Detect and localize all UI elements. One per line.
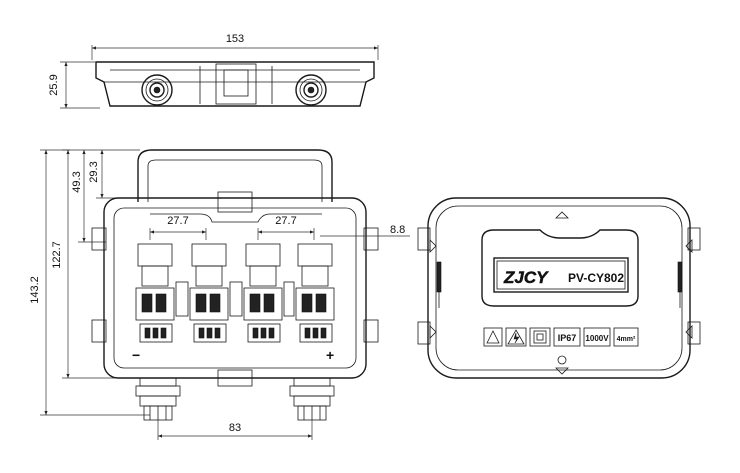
terminal-block-2 [189, 243, 229, 343]
top-view: 153 25.9 [48, 33, 379, 109]
terminal-block-1 [135, 243, 175, 343]
total-height-dimension-text: 143.2 [29, 276, 41, 304]
warning-triangle-icon [483, 327, 503, 347]
diode-3 [283, 281, 295, 317]
connector-spacing-dimension-text: 83 [229, 422, 241, 434]
rating-ip67: IP67 [558, 333, 577, 343]
width-dimension-text: 153 [226, 33, 244, 45]
body-height-dimension-text: 122.7 [51, 241, 63, 269]
front-view-top-latch [217, 191, 253, 213]
top-height-dimension-text: 25.9 [48, 74, 60, 95]
front-view-handle [137, 149, 333, 202]
terminal-block-4 [295, 243, 335, 343]
terminal-block-3 [243, 243, 283, 343]
rating-voltage: 1000V [585, 334, 609, 343]
back-view-left-clip [436, 261, 442, 293]
rating-box-ip [553, 327, 581, 347]
back-view-outline [427, 197, 691, 379]
cable-gland-right [289, 377, 335, 421]
model-number: PV-CY802 [568, 271, 624, 285]
handle-height-dimension-text: 29.3 [88, 161, 100, 182]
top-view-center-latch [215, 63, 257, 105]
label-inner-plate [493, 257, 629, 293]
diode-2 [229, 281, 243, 317]
back-view: ZJCY PV-CY802 IP67 1000V 4mm² [417, 197, 701, 379]
back-view-small-hole [557, 355, 567, 365]
plus-polarity-label: + [326, 347, 334, 363]
front-view-body-outline [103, 197, 367, 379]
brand-logo: ZJCY [503, 268, 549, 287]
minus-polarity-label: − [132, 347, 140, 363]
rating-wire-size: 4mm² [617, 336, 636, 343]
front-left-tab-bottom [91, 319, 107, 343]
front-left-tab-top [91, 227, 107, 251]
front-view-bottom-latch [217, 369, 253, 387]
back-view-right-clip [677, 261, 683, 293]
top-view-outline [95, 61, 375, 107]
electric-hazard-icon [505, 327, 527, 347]
rating-box-voltage [583, 327, 611, 347]
handle-offset-dimension-text: 49.3 [71, 171, 83, 192]
front-right-tab-top [363, 227, 379, 251]
pitch-left-dimension-text: 27.7 [167, 215, 188, 227]
pitch-right-dimension-text: 27.7 [275, 215, 296, 227]
rating-box-wire [613, 327, 639, 347]
front-right-tab-bottom [363, 319, 379, 343]
label-panel [481, 229, 639, 307]
diode-1 [175, 281, 189, 317]
top-view-connector-left [141, 74, 173, 106]
cable-gland-left [135, 377, 181, 421]
edge-offset-dimension-text: 8.8 [390, 224, 405, 236]
front-view: 143.2 122.7 49.3 29.3 27.7 27.7 [29, 149, 410, 440]
top-view-connector-right [295, 74, 327, 106]
double-insulation-icon [529, 327, 551, 347]
